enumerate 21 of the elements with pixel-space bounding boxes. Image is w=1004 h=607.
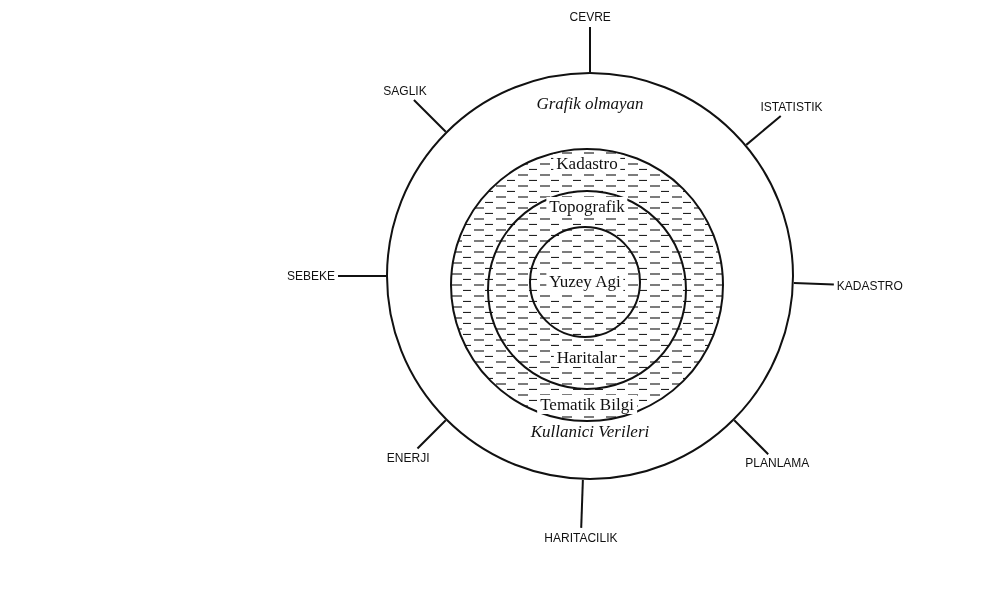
connector-line [589, 26, 591, 73]
connector-line [792, 282, 835, 286]
connector-line [416, 419, 447, 450]
ring-label: Yuzey Agi [546, 272, 624, 291]
connector-line [337, 275, 387, 277]
category-label: SEBEKE [287, 269, 336, 283]
ring-label: Haritalar [553, 348, 621, 367]
category-label: SAGLIK [383, 83, 427, 98]
ring-label: Kadastro [553, 154, 621, 173]
connector-line [412, 98, 447, 133]
connector-line [745, 114, 782, 146]
category-label: CEVRE [569, 10, 611, 24]
category-label: KADASTRO [836, 278, 903, 293]
connector-line [733, 419, 770, 456]
connector-line [580, 478, 584, 529]
category-label: ISTATISTIK [760, 100, 823, 114]
category-label: HARITACILIK [544, 530, 618, 545]
ring-label: Topografik [546, 197, 628, 216]
category-label: PLANLAMA [745, 456, 810, 471]
category-label: ENERJI [386, 450, 430, 465]
ring-label: Tematik Bilgi [537, 395, 637, 414]
